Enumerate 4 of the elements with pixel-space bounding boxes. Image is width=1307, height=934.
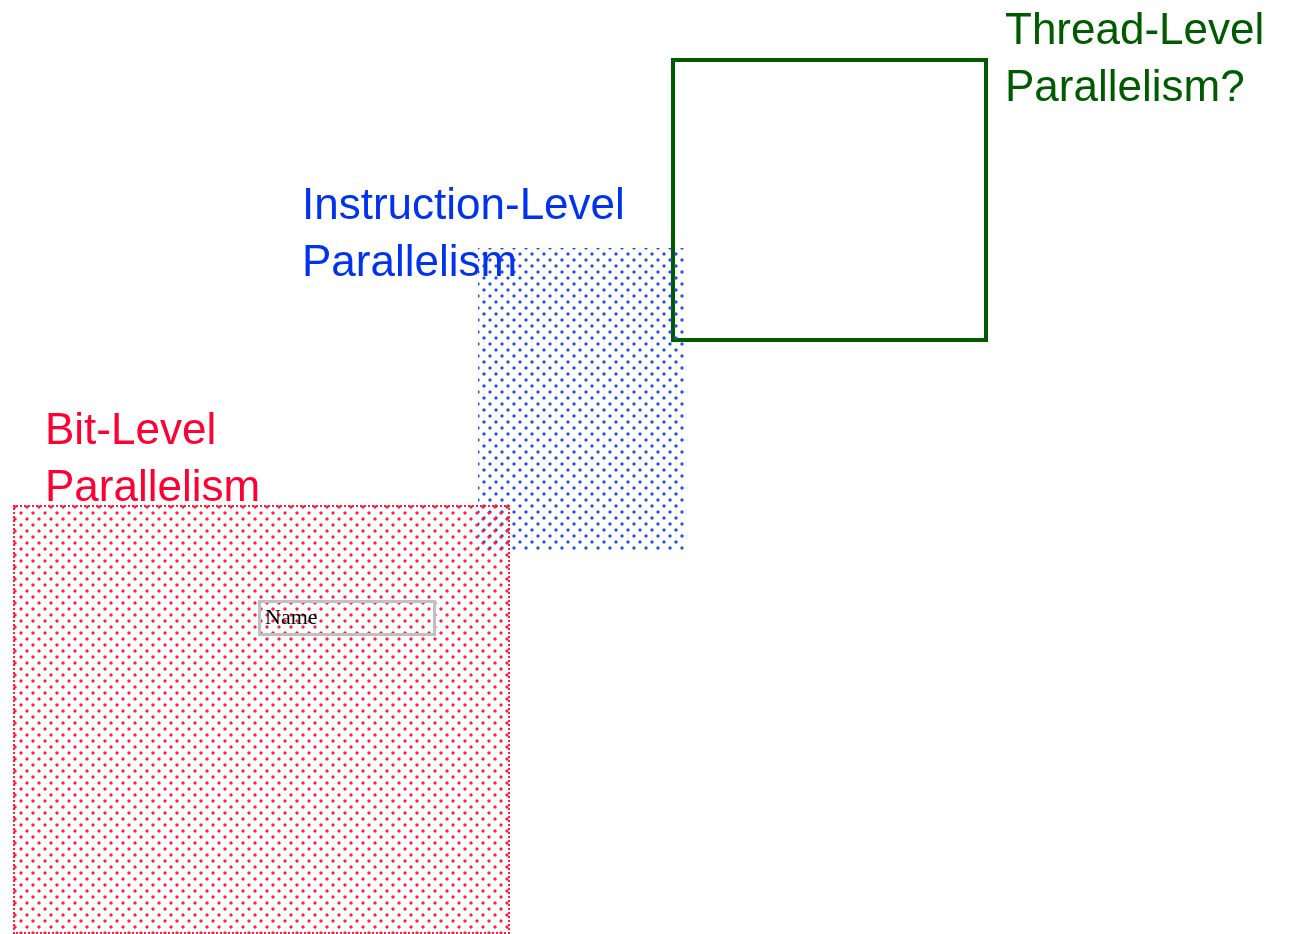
- input-field: Name: [258, 600, 436, 636]
- heading: Thread-Level Parallelism?: [1005, 3, 1266, 112]
- heading: Instruction-Level Parallelism: [302, 178, 626, 287]
- heading: Bit-Level Parallelism: [45, 403, 262, 512]
